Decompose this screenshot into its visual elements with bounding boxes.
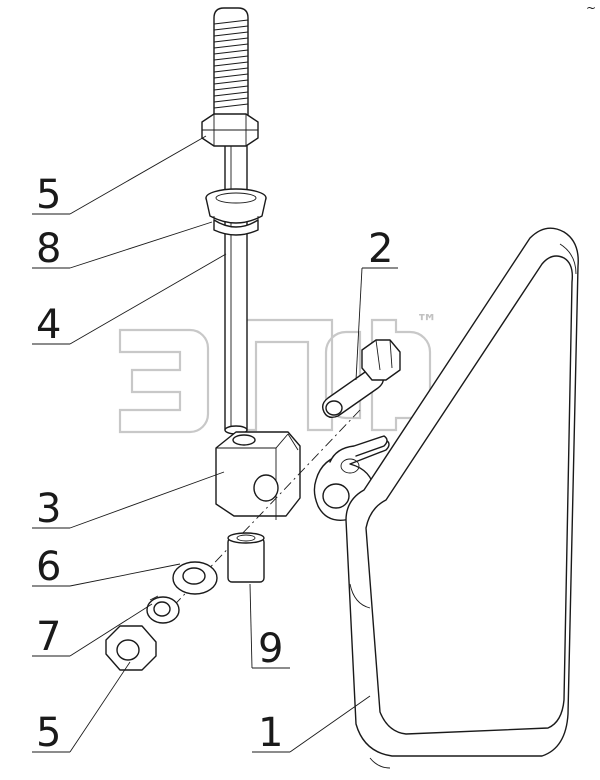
- threaded-rod-part-4: [213, 7, 249, 435]
- bushing-part-9: [227, 532, 265, 583]
- leader-lines: [32, 135, 398, 753]
- callout-8: 8: [36, 226, 61, 272]
- spring-washer-part-7: [146, 595, 180, 624]
- trademark-symbol: ™: [416, 311, 438, 336]
- callout-1: 1: [258, 710, 283, 756]
- thread-lines: [213, 19, 249, 109]
- flat-washer-part-6: [172, 561, 218, 595]
- cone-washer-part-8: [205, 188, 267, 236]
- callout-9: 9: [258, 626, 283, 672]
- lower-hex-nut-part-5: [105, 625, 157, 671]
- callout-4: 4: [36, 302, 61, 348]
- callout-2: 2: [368, 226, 393, 272]
- bolt-part-2: [321, 339, 401, 419]
- upper-hex-nut-part-5: [201, 113, 259, 147]
- callout-5-upper: 5: [36, 172, 61, 218]
- callout-6: 6: [36, 544, 61, 590]
- mirror-frame-part-1: [345, 227, 579, 769]
- callout-3: 3: [36, 486, 61, 532]
- corner-mark: ~: [586, 1, 596, 15]
- callout-7: 7: [36, 614, 61, 660]
- callout-5-lower: 5: [36, 710, 61, 756]
- callout-labels: 5 8 4 2 3 6 7 9 5 1: [36, 172, 393, 756]
- clamp-block-part-3: [215, 431, 301, 520]
